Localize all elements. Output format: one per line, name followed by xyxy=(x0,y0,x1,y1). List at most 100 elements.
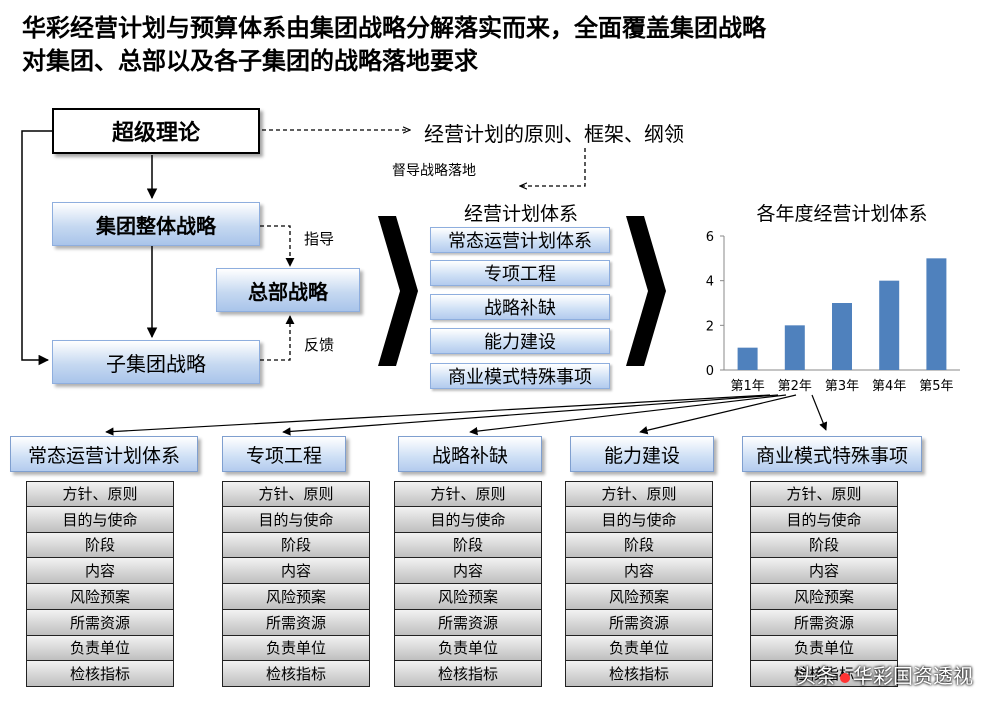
detail-cell: 检核指标 xyxy=(26,661,174,687)
guide-label: 指导 xyxy=(304,230,335,248)
column-detail-list: 方针、原则 目的与使命 阶段 内容 风险预案 所需资源 负责单位 检核指标 xyxy=(26,481,174,687)
column-detail-list: 方针、原则 目的与使命 阶段 内容 风险预案 所需资源 负责单位 检核指标 xyxy=(750,481,898,687)
plan-item-label: 能力建设 xyxy=(484,332,556,353)
bar xyxy=(784,325,805,370)
detail-cell: 风险预案 xyxy=(394,584,542,610)
plan-item-box: 战略补缺 xyxy=(430,294,610,320)
detail-cell: 检核指标 xyxy=(750,661,898,687)
detail-cell: 负责单位 xyxy=(394,635,542,662)
x-tick-label: 第1年 xyxy=(730,379,764,394)
plan-item-box: 常态运营计划体系 xyxy=(430,227,610,253)
x-tick-label: 第5年 xyxy=(919,379,953,394)
column-head-label: 常态运营计划体系 xyxy=(27,444,180,467)
detail-cell: 阶段 xyxy=(750,532,898,559)
column-head-box: 专项工程 xyxy=(222,436,346,472)
plan-item-box: 专项工程 xyxy=(430,260,610,286)
detail-cell: 目的与使命 xyxy=(750,506,898,533)
column-detail-list: 方针、原则 目的与使命 阶段 内容 风险预案 所需资源 负责单位 检核指标 xyxy=(565,481,713,687)
column-head-label: 能力建设 xyxy=(603,444,680,467)
supervise-label: 督导战略落地 xyxy=(392,163,476,179)
column-head-box: 战略补缺 xyxy=(398,436,542,472)
detail-cell: 检核指标 xyxy=(565,661,713,687)
detail-cell: 方针、原则 xyxy=(222,481,370,507)
principles-text: 经营计划的原则、框架、纲领 xyxy=(424,122,684,146)
watermark: 头条华彩国资透视 xyxy=(796,660,973,689)
plan-item-label: 战略补缺 xyxy=(484,298,556,319)
detail-cell: 负责单位 xyxy=(26,635,174,662)
detail-cell: 所需资源 xyxy=(394,609,542,636)
chevron-right-icon xyxy=(626,216,666,366)
detail-cell: 方针、原则 xyxy=(26,481,174,507)
plan-item-box: 商业模式特殊事项 xyxy=(430,363,610,389)
x-tick-label: 第2年 xyxy=(778,379,812,394)
chart-title: 各年度经营计划体系 xyxy=(756,203,928,225)
y-tick-label: 6 xyxy=(706,230,714,245)
group-strategy-label: 集团整体战略 xyxy=(96,213,216,238)
chevron-right-icon xyxy=(378,216,418,366)
bar xyxy=(832,303,852,370)
column-head-box: 能力建设 xyxy=(570,436,714,472)
detail-cell: 检核指标 xyxy=(394,661,542,687)
bar xyxy=(879,280,900,370)
watermark-head: 头条 xyxy=(796,664,836,688)
column-head-label: 商业模式特殊事项 xyxy=(755,444,908,467)
detail-cell: 目的与使命 xyxy=(222,506,370,533)
detail-cell: 风险预案 xyxy=(222,584,370,610)
detail-cell: 内容 xyxy=(26,558,174,584)
bar xyxy=(737,347,758,370)
hq-strategy-label: 总部战略 xyxy=(248,279,328,304)
title-line-1: 华彩经营计划与预算体系由集团战略分解落实而来，全面覆盖集团战略 xyxy=(22,14,766,42)
detail-cell: 风险预案 xyxy=(26,584,174,610)
detail-cell: 目的与使命 xyxy=(565,506,713,533)
title-line-2: 对集团、总部以及各子集团的战略落地要求 xyxy=(22,47,478,75)
bracket-connector xyxy=(21,130,52,366)
detail-cell: 风险预案 xyxy=(750,584,898,610)
group-strategy-box: 集团整体战略 xyxy=(52,202,260,246)
y-tick-label: 2 xyxy=(706,319,714,334)
fan-out-arrows xyxy=(105,394,828,436)
detail-cell: 负责单位 xyxy=(222,635,370,662)
column-head-label: 专项工程 xyxy=(245,444,322,467)
plan-item-label: 商业模式特殊事项 xyxy=(448,367,592,388)
column-head-box: 商业模式特殊事项 xyxy=(742,436,922,472)
watermark-name: 华彩国资透视 xyxy=(853,664,973,688)
supervise-dashed-arrow xyxy=(520,148,586,186)
weibo-logo-icon xyxy=(840,672,850,683)
detail-cell: 负责单位 xyxy=(565,635,713,662)
detail-cell: 目的与使命 xyxy=(394,506,542,533)
detail-cell: 内容 xyxy=(394,558,542,584)
detail-cell: 阶段 xyxy=(565,532,713,559)
feedback-label: 反馈 xyxy=(304,336,335,354)
detail-cell: 方针、原则 xyxy=(750,481,898,507)
detail-cell: 阶段 xyxy=(222,532,370,559)
detail-cell: 方针、原则 xyxy=(565,481,713,507)
detail-cell: 所需资源 xyxy=(750,609,898,636)
column-detail-list: 方针、原则 目的与使命 阶段 内容 风险预案 所需资源 负责单位 检核指标 xyxy=(394,481,542,687)
y-tick-label: 4 xyxy=(706,275,714,290)
detail-cell: 内容 xyxy=(222,558,370,584)
detail-cell: 所需资源 xyxy=(26,609,174,636)
detail-cell: 检核指标 xyxy=(222,661,370,687)
hq-strategy-box: 总部战略 xyxy=(216,268,360,312)
sub-group-strategy-box: 子集团战略 xyxy=(52,340,260,384)
column-detail-list: 方针、原则 目的与使命 阶段 内容 风险预案 所需资源 负责单位 检核指标 xyxy=(222,481,370,687)
column-head-box: 常态运营计划体系 xyxy=(10,436,198,472)
bar xyxy=(926,258,947,370)
detail-cell: 目的与使命 xyxy=(26,506,174,533)
column-head-label: 战略补缺 xyxy=(431,444,508,467)
bar-chart: 0246第1年第2年第3年第4年第5年 xyxy=(706,230,960,394)
plan-system-title: 经营计划体系 xyxy=(463,203,578,225)
plan-item-label: 专项工程 xyxy=(484,264,556,285)
detail-cell: 阶段 xyxy=(394,532,542,559)
detail-cell: 所需资源 xyxy=(565,609,713,636)
detail-cell: 所需资源 xyxy=(222,609,370,636)
detail-cell: 阶段 xyxy=(26,532,174,559)
detail-cell: 负责单位 xyxy=(750,635,898,662)
plan-item-box: 能力建设 xyxy=(430,328,610,354)
super-theory-box: 超级理论 xyxy=(52,108,260,154)
y-tick-label: 0 xyxy=(706,364,714,379)
x-tick-label: 第3年 xyxy=(825,379,859,394)
guide-dashed-arrow xyxy=(260,225,295,267)
detail-cell: 方针、原则 xyxy=(394,481,542,507)
